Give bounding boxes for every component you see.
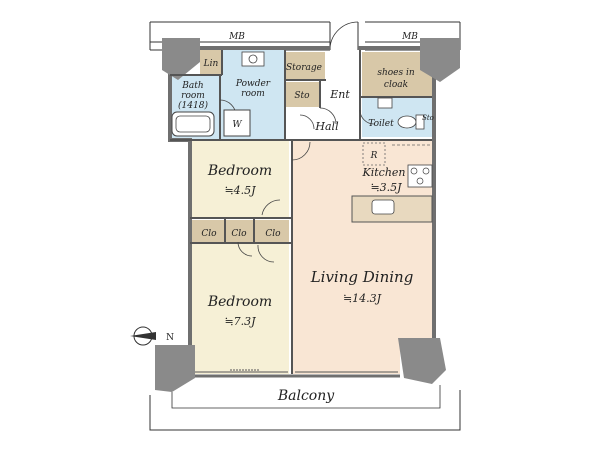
bathroom-label-3: (1418) bbox=[178, 100, 208, 111]
burner-2 bbox=[422, 167, 430, 175]
closet3-label: Clo bbox=[265, 229, 281, 239]
washer-label: W bbox=[232, 120, 242, 130]
balcony-outline bbox=[149, 390, 461, 431]
shoes-label-1: shoes in bbox=[377, 68, 415, 78]
powder-sink bbox=[241, 51, 265, 67]
lin-label: Lin bbox=[203, 59, 219, 69]
storage-label: Storage bbox=[286, 63, 322, 73]
balcony-inner bbox=[171, 385, 441, 409]
powder-sink-bowl bbox=[248, 54, 258, 64]
powder-label-1: Powder bbox=[235, 79, 271, 89]
storage-fill bbox=[285, 52, 325, 80]
linen-closet-fill bbox=[200, 50, 222, 75]
hall-label: Hall bbox=[314, 120, 339, 133]
compass-needle-icon bbox=[130, 332, 156, 340]
powder-label-2: room bbox=[241, 89, 265, 99]
column-nw bbox=[162, 38, 200, 80]
bedroom2-size: ≒7.3J bbox=[224, 315, 256, 328]
washer-box bbox=[223, 109, 251, 137]
burner-1 bbox=[410, 167, 418, 175]
closet1-label: Clo bbox=[201, 229, 217, 239]
hall-storage-fill bbox=[285, 82, 320, 107]
bathtub-inner bbox=[175, 115, 211, 133]
toilet-handsink bbox=[377, 97, 393, 109]
entrance-label: Ent bbox=[329, 88, 350, 101]
burner-3 bbox=[416, 177, 424, 185]
toilet-bowl bbox=[397, 115, 417, 129]
compass-n-label: N bbox=[166, 333, 174, 343]
column-se bbox=[398, 338, 446, 384]
entrance-door-swing bbox=[329, 21, 359, 49]
mb-label-right: MB bbox=[401, 32, 418, 42]
kitchen-label: Kitchen bbox=[362, 166, 406, 179]
kitchen-sink bbox=[371, 199, 395, 215]
hall-sto-label: Sto bbox=[294, 91, 310, 101]
bedroom1-size: ≒4.5J bbox=[224, 184, 256, 197]
closet2-label: Clo bbox=[231, 229, 247, 239]
mb-label-left: MB bbox=[228, 32, 245, 42]
toilet-tank bbox=[415, 114, 425, 130]
toilet-label: Toilet bbox=[368, 119, 394, 129]
cooktop bbox=[407, 164, 433, 188]
refrigerator-space bbox=[362, 142, 386, 166]
living-dining-label: Living Dining bbox=[310, 268, 414, 286]
balcony-label: Balcony bbox=[277, 388, 335, 404]
column-ne bbox=[420, 38, 460, 82]
bedroom1-label: Bedroom bbox=[207, 163, 272, 179]
bathroom-label-2: room bbox=[181, 91, 205, 101]
closet-row-fill bbox=[192, 220, 289, 242]
bedroom2-label: Bedroom bbox=[207, 294, 272, 310]
refrigerator-label: R bbox=[370, 151, 378, 161]
living-dining-size: ≒14.3J bbox=[343, 292, 382, 305]
column-sw bbox=[155, 345, 195, 392]
interior-walls bbox=[170, 50, 432, 374]
bedroom1-fill bbox=[192, 140, 289, 218]
bedroom2-fill bbox=[192, 244, 289, 374]
shoes-label-2: cloak bbox=[384, 80, 408, 90]
kitchen-size: ≒3.5J bbox=[370, 181, 402, 194]
bathtub bbox=[171, 111, 215, 137]
bathroom-label-1: Bath bbox=[181, 81, 203, 91]
toilet-sto-label: Sto bbox=[422, 114, 434, 122]
